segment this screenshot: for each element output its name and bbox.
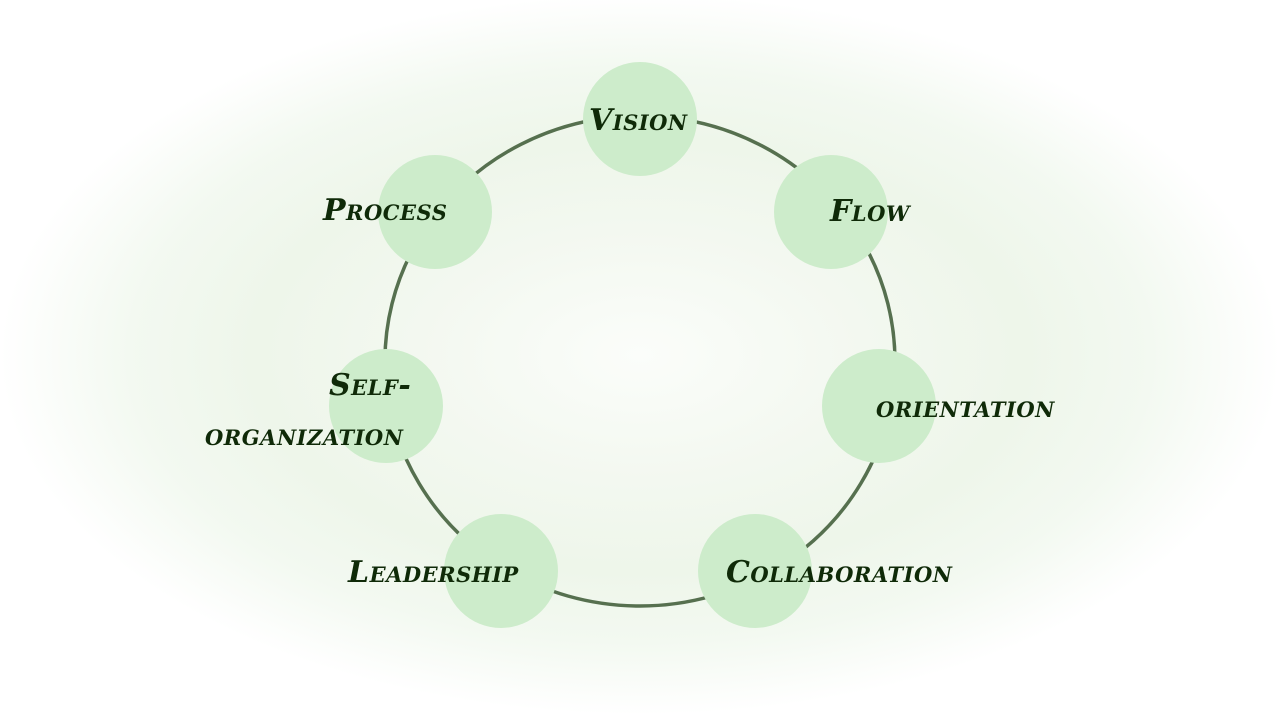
node-collaboration-label: Collaboration (726, 555, 953, 590)
node-flow-circle (774, 155, 888, 269)
node-leadership-circle (444, 514, 558, 628)
node-leadership-label: Leadership (348, 555, 519, 590)
node-self-organization-label-line1: Self- (329, 368, 412, 403)
node-collaboration-circle (698, 514, 812, 628)
node-vision-label: Vision (589, 103, 688, 138)
node-orientation-circle (822, 349, 936, 463)
node-orientation-label: orientation (876, 390, 1055, 425)
node-process-circle (378, 155, 492, 269)
node-vision-circle (583, 62, 697, 176)
node-flow-label: Flow (830, 194, 910, 229)
node-self-organization-label-line2: organization (205, 418, 404, 453)
node-process-label: Process (323, 193, 448, 228)
node-self-organization-circle (329, 349, 443, 463)
